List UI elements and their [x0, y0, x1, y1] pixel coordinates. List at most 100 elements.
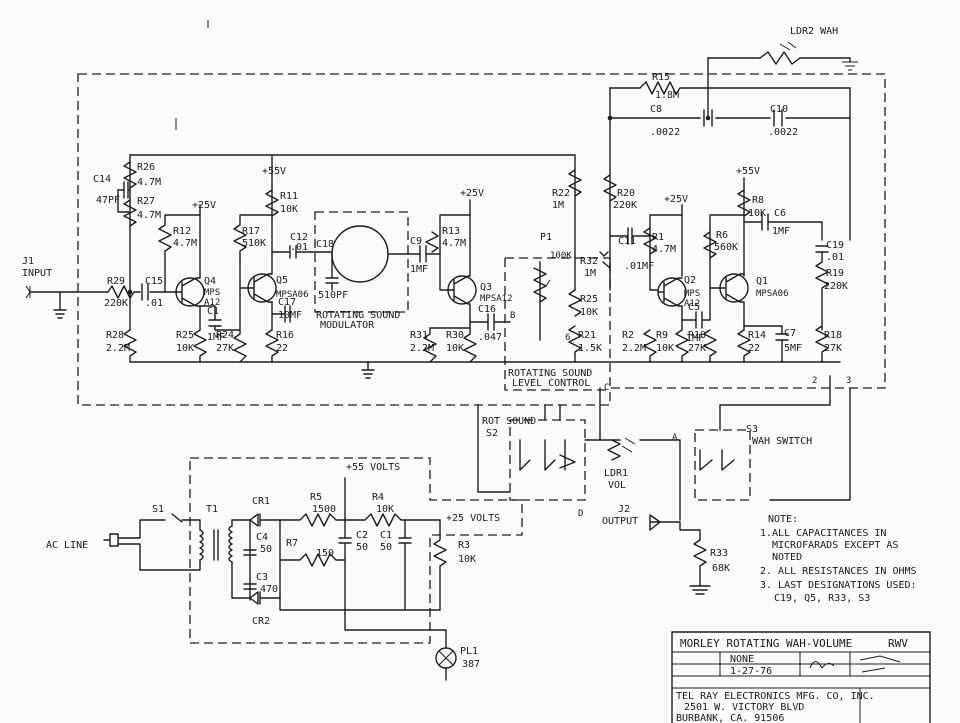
r25-value: 10K	[176, 343, 194, 354]
r24-label: R24	[216, 330, 234, 341]
r8-label: R8	[752, 195, 764, 206]
r17-value: 510K	[242, 238, 266, 249]
r10-value: 27K	[688, 343, 706, 354]
c18-value: 510PF	[318, 290, 348, 301]
q2-supply-label: +25V	[664, 194, 688, 205]
r4-label: R4	[372, 492, 384, 503]
s3-label: S3	[746, 424, 758, 435]
r32-value: 1M	[584, 268, 596, 279]
r18-label: R18	[824, 330, 842, 341]
r14-label: R14	[748, 330, 766, 341]
notes-block: NOTE: 1.ALL CAPACITANCES IN MICROFARADS …	[760, 514, 917, 604]
r20-label: R20	[617, 188, 635, 199]
c17-label: C17	[278, 297, 296, 308]
c6-value: 1MF	[772, 226, 790, 237]
r32-label: R32	[580, 256, 598, 267]
q1-supply-label: +55V	[736, 166, 760, 177]
r12-value: 4.7M	[173, 238, 197, 249]
rotating-sound-modulator: C18 510PF ROTATING SOUND MODULATOR	[314, 211, 409, 331]
c1-label: C1	[207, 306, 219, 317]
title-block-scale: NONE	[730, 654, 754, 665]
r26-value: 4.7M	[137, 177, 161, 188]
feedback-network: R15 1.8M C8 .0022 C10 .0022	[607, 72, 851, 291]
r28-value: 2.2M	[106, 343, 130, 354]
r13-label: R13	[442, 226, 460, 237]
r6-label: R6	[716, 230, 728, 241]
c12-label: C12	[290, 232, 308, 243]
cr2-label: CR2	[252, 616, 270, 627]
c5-value: 1MF	[686, 333, 704, 344]
vol-label: VOL	[608, 480, 626, 491]
r5-value: 1500	[312, 504, 336, 515]
node-a: A	[672, 433, 678, 443]
r3-value: 10K	[458, 554, 476, 565]
r16-label: R16	[276, 330, 294, 341]
title-block-company-1: TEL RAY ELECTRONICS MFG. CO, INC.	[676, 691, 875, 702]
c10-value: .0022	[768, 127, 798, 138]
r29-label: R29	[107, 276, 125, 287]
r13-value: 4.7M	[442, 238, 466, 249]
cr1-label: CR1	[252, 496, 270, 507]
q3-label: Q3	[480, 282, 492, 293]
c9-label: C9	[410, 236, 422, 247]
r15-label: R15	[652, 72, 670, 83]
enclosure-outline	[77, 73, 886, 406]
c17-value: 10MF	[278, 310, 302, 321]
r30-label: R30	[446, 330, 464, 341]
output-label: OUTPUT	[602, 516, 638, 527]
r22-label: R22	[552, 188, 570, 199]
r4-value: 10K	[376, 504, 394, 515]
c12-value: .01	[290, 242, 308, 253]
q4-q5-stage: +25V R12 4.7M Q4 MPS A12 R25 10K C1 1MF …	[158, 154, 319, 363]
node-b: B	[510, 311, 515, 321]
r22-value: 1M	[552, 200, 564, 211]
r16-value: 22	[276, 343, 288, 354]
rslc-label-1: ROTATING SOUND	[508, 368, 592, 379]
c6-label: C6	[774, 208, 786, 219]
c16-label: C16	[478, 304, 496, 315]
r31-value: 2.2M	[410, 343, 434, 354]
c18-label: C18	[316, 239, 334, 250]
j1-label: J1	[22, 256, 34, 267]
q3-type: MPSA12	[480, 294, 513, 304]
notes-title: NOTE:	[768, 514, 798, 525]
r19-label: R19	[826, 268, 844, 279]
c5-label: C5	[688, 302, 700, 313]
r25-label: R25	[176, 330, 194, 341]
r18-value: 27K	[824, 343, 842, 354]
ground-bus: C 2 3	[129, 361, 851, 393]
interconnect-wires	[477, 375, 851, 501]
stray-marks	[175, 20, 209, 130]
ac-line-label: AC LINE	[46, 540, 88, 551]
pl1-label: PL1	[460, 646, 478, 657]
r2-label: R2	[622, 330, 634, 341]
c19-value: .01	[826, 252, 844, 263]
c16-value: .047	[478, 332, 502, 343]
c9-value: 1MF	[410, 264, 428, 275]
q1-label: Q1	[756, 276, 768, 287]
c3-value: 470	[260, 584, 278, 595]
c1b-value: 50	[380, 542, 392, 553]
r3-label: R3	[458, 540, 470, 551]
t1-label: T1	[206, 504, 218, 515]
node-d: D	[578, 509, 583, 519]
note-1c: NOTED	[772, 552, 802, 563]
rslc-label-2: LEVEL CONTROL	[512, 378, 590, 389]
r26-label: R26	[137, 162, 155, 173]
input-stage: J1 INPUT R29 220K C15 .01 R26 4.7M C14 4…	[22, 154, 166, 363]
c11-value: .01MF	[624, 261, 654, 272]
r33-value: 68K	[712, 563, 730, 574]
c19-label: C19	[826, 240, 844, 251]
node-6: 6	[565, 333, 570, 343]
v25-label: +25 VOLTS	[446, 513, 500, 524]
note-1b: MICROFARADS EXCEPT AS	[772, 540, 898, 551]
c3-label: C3	[256, 572, 268, 583]
title-block-model: RWV	[888, 637, 908, 650]
pl1-value: 387	[462, 659, 480, 670]
input-label: INPUT	[22, 268, 52, 279]
modulator-label-1: ROTATING SOUND	[316, 310, 400, 321]
q2-q1-stage: R20 220K R32 1M C11 .01MF +25V R1 4.7M Q…	[580, 166, 848, 363]
title-block-date: 1-27-76	[730, 666, 772, 677]
